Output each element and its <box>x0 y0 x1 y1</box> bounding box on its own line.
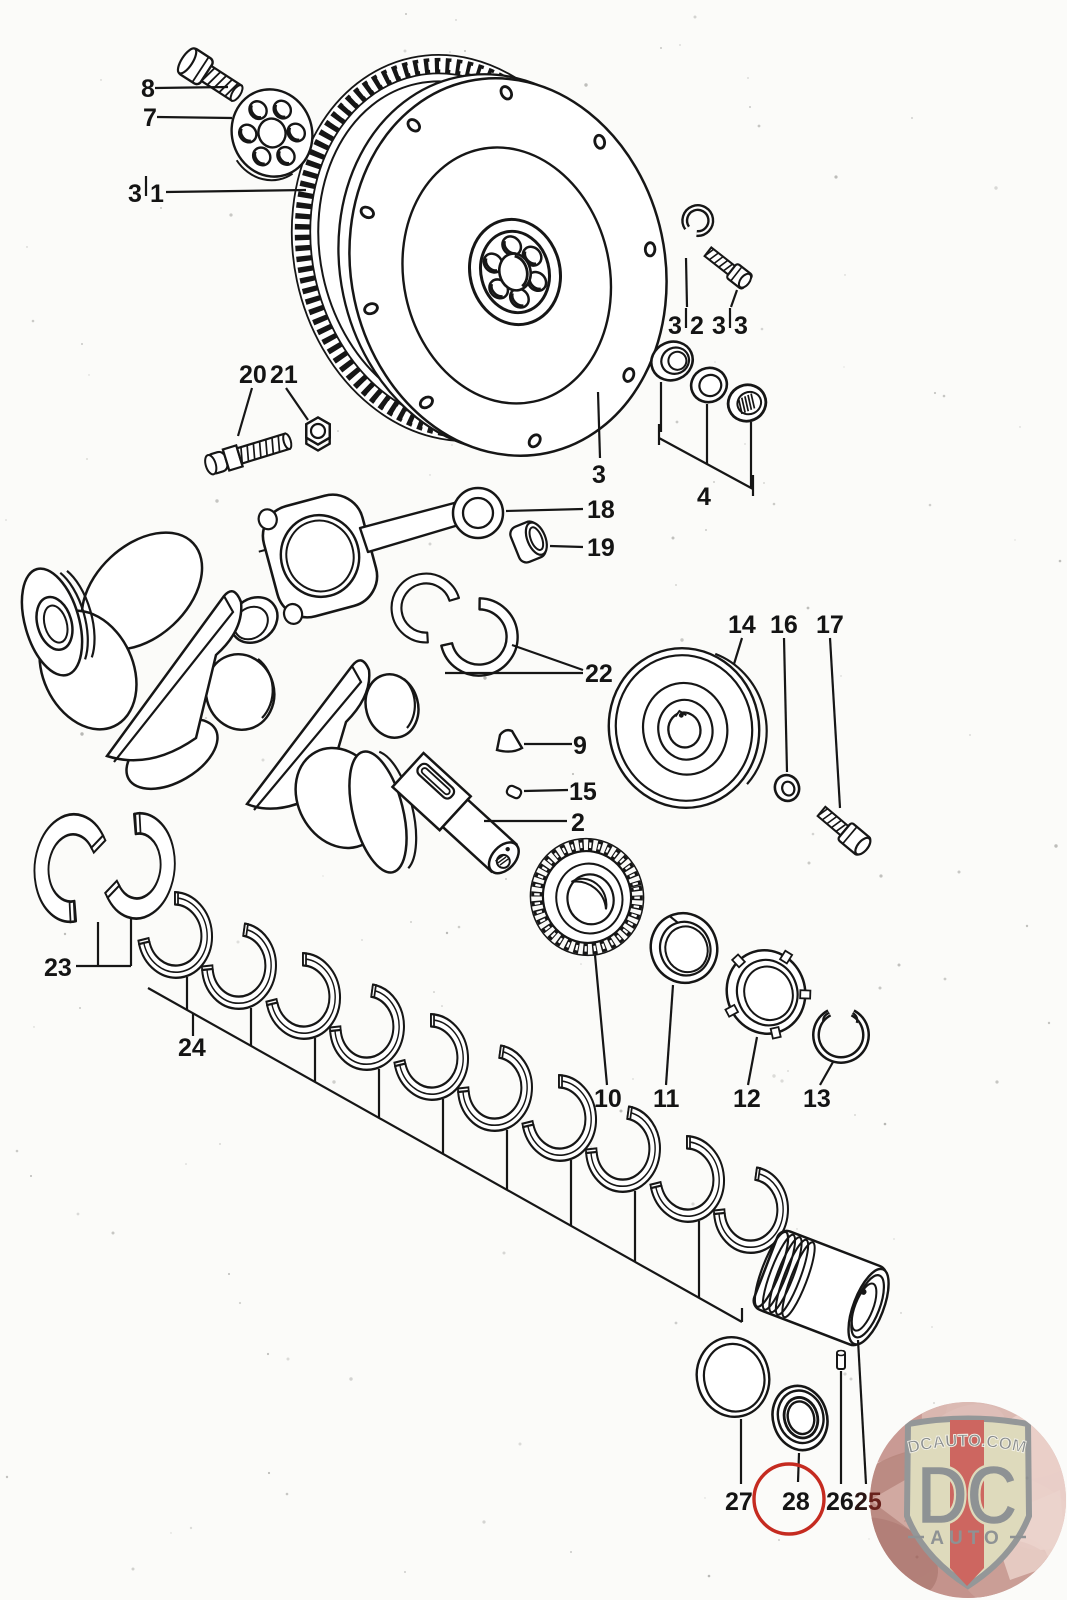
svg-text:10: 10 <box>594 1085 622 1113</box>
svg-text:20: 20 <box>239 361 267 389</box>
svg-text:4: 4 <box>697 483 711 511</box>
svg-text:2: 2 <box>571 809 585 837</box>
svg-text:16: 16 <box>770 611 798 639</box>
svg-text:27: 27 <box>725 1488 753 1516</box>
svg-text:28: 28 <box>782 1488 810 1516</box>
svg-text:24: 24 <box>178 1034 206 1062</box>
svg-text:13: 13 <box>803 1085 831 1113</box>
svg-text:3: 3 <box>712 312 726 340</box>
svg-text:18: 18 <box>587 496 615 524</box>
svg-text:14: 14 <box>728 611 756 639</box>
svg-text:AUTO: AUTO <box>930 1528 1003 1549</box>
svg-text:22: 22 <box>585 660 613 688</box>
svg-text:17: 17 <box>816 611 844 639</box>
svg-text:12: 12 <box>733 1085 761 1113</box>
svg-text:8: 8 <box>141 75 155 103</box>
svg-text:15: 15 <box>569 778 597 806</box>
svg-text:26: 26 <box>826 1488 854 1516</box>
svg-text:2: 2 <box>690 312 704 340</box>
svg-text:DC: DC <box>916 1448 1016 1542</box>
svg-text:19: 19 <box>587 534 615 562</box>
svg-text:21: 21 <box>270 361 298 389</box>
svg-text:3: 3 <box>128 180 142 208</box>
svg-text:3: 3 <box>592 461 606 489</box>
svg-text:1: 1 <box>150 180 164 208</box>
svg-text:9: 9 <box>573 732 587 760</box>
svg-text:3: 3 <box>668 312 682 340</box>
svg-text:23: 23 <box>44 954 72 982</box>
svg-text:25: 25 <box>854 1488 882 1516</box>
svg-text:7: 7 <box>143 104 157 132</box>
svg-text:11: 11 <box>653 1085 680 1113</box>
svg-text:3: 3 <box>734 312 748 340</box>
